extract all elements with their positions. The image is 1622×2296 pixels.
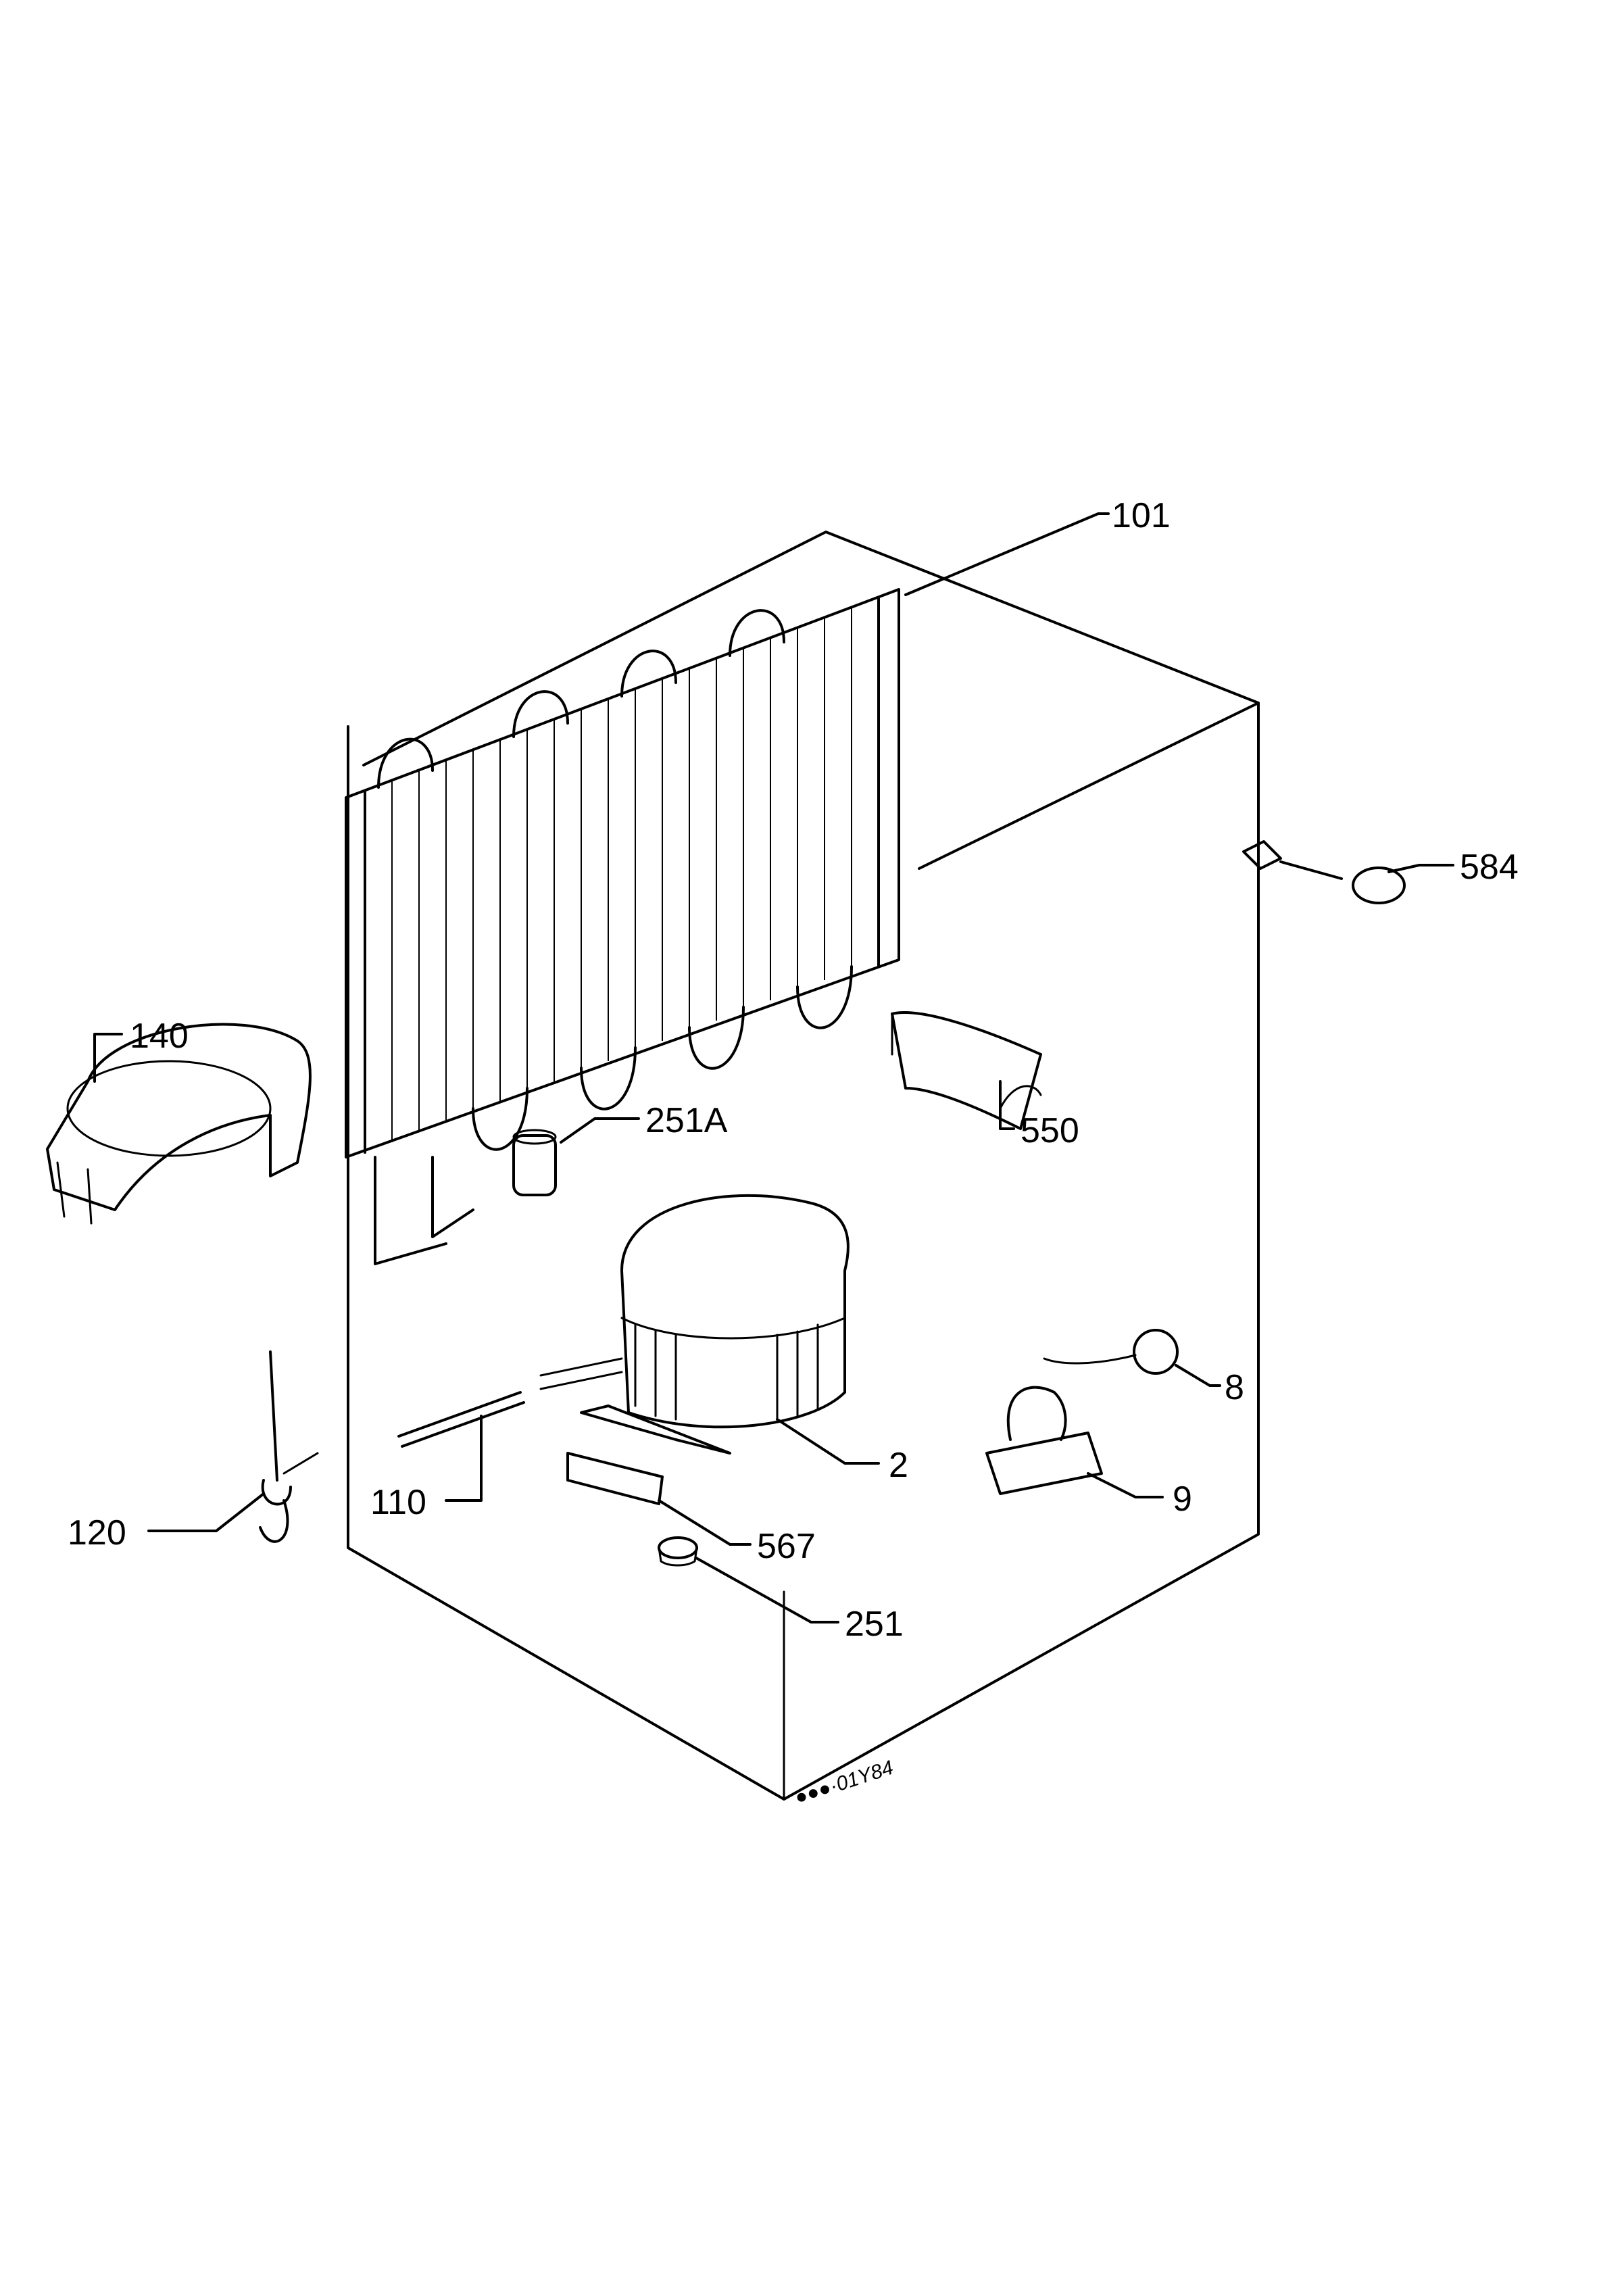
condenser-part-101 [345, 588, 900, 1265]
callout-101: 101 [1112, 496, 1171, 535]
callout-120: 120 [68, 1513, 126, 1553]
compressor-part-2 [539, 1194, 850, 1455]
drain-pipe-part-550 [891, 1011, 1042, 1130]
probe-part-120 [259, 1350, 319, 1543]
relay-part-9 [985, 1386, 1103, 1495]
callout-567: 567 [757, 1527, 816, 1566]
leader-lines [93, 512, 1454, 1623]
grommet-part-251A [512, 1129, 557, 1196]
tube-part-110 [397, 1391, 525, 1448]
sensor-probe-part-584 [1242, 840, 1406, 904]
cabinet-outline [347, 531, 1260, 1801]
callout-140: 140 [130, 1017, 189, 1056]
drip-tray-part-140 [46, 1023, 312, 1225]
callout-251A: 251A [645, 1101, 728, 1140]
callout-8: 8 [1225, 1368, 1244, 1407]
callout-584: 584 [1460, 848, 1519, 887]
callout-110: 110 [370, 1483, 426, 1522]
callout-2: 2 [889, 1446, 908, 1485]
callout-251: 251 [845, 1605, 904, 1644]
mounting-plate-part-567 [566, 1452, 664, 1505]
callout-9: 9 [1173, 1480, 1192, 1519]
foot-grommet-part-251 [658, 1536, 698, 1567]
callout-550: 550 [1021, 1111, 1079, 1150]
thermostat-part-8 [1043, 1329, 1179, 1375]
